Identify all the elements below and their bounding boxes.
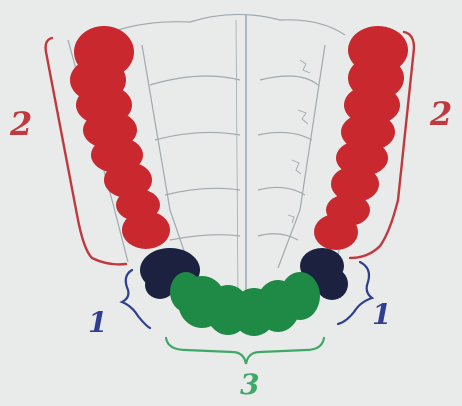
zone-2-left-label: 2 (9, 105, 32, 143)
zone-1-left-label: 1 (88, 306, 107, 339)
zone-2-right-label: 2 (429, 95, 452, 133)
green-blob-arc (170, 272, 320, 336)
zone-3-bottom-label: 3 (240, 368, 259, 401)
bottom-green-brace (166, 338, 324, 364)
zone-1-right-label: 1 (372, 298, 391, 331)
left-red-blob-column (70, 26, 170, 249)
